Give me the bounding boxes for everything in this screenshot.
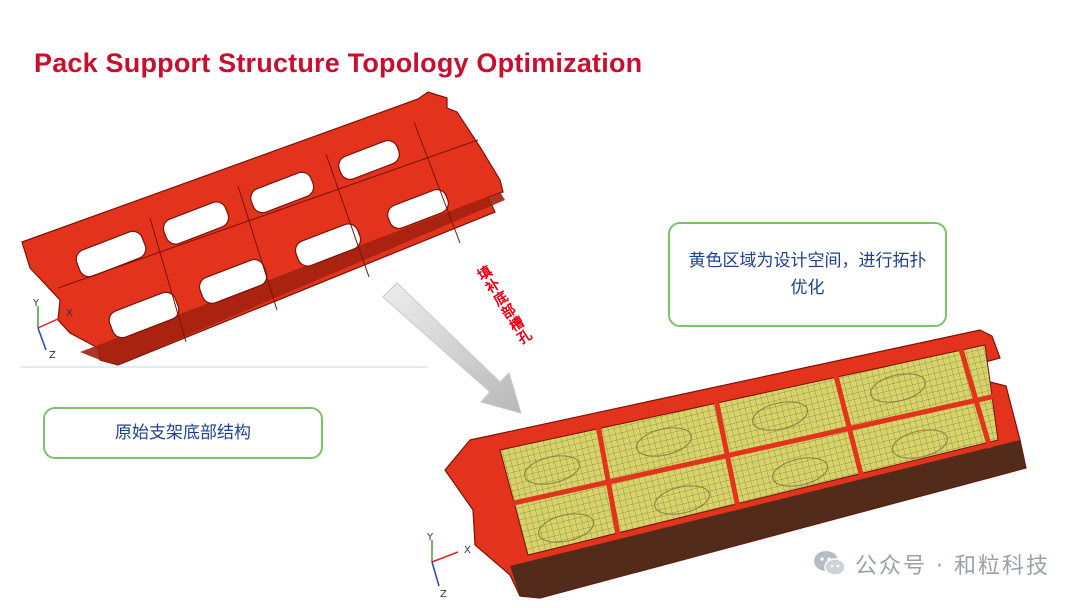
triad-bottom-z-label: Z	[440, 589, 447, 600]
triad-top-x-label: X	[66, 308, 73, 319]
axis-triad-top: Y X Z	[32, 298, 73, 361]
original-bracket-model	[21, 91, 505, 366]
triad-bottom-x-label: X	[464, 545, 471, 556]
triad-top-y-label: Y	[32, 298, 40, 309]
note-design-space: 黄色区域为设计空间，进行拓扑优化	[668, 222, 947, 327]
triad-top-z-label: Z	[49, 350, 56, 361]
page-title: Pack Support Structure Topology Optimiza…	[34, 48, 643, 78]
axis-triad-bottom: Y X Z	[426, 532, 471, 600]
meshed-bracket-model	[444, 329, 1027, 599]
watermark: 公众号 · 和粒科技	[813, 548, 1050, 580]
triad-bottom-y-label: Y	[426, 532, 434, 543]
watermark-text: 公众号 · 和粒科技	[855, 554, 1050, 579]
wechat-icon	[814, 551, 846, 576]
note-original-structure: 原始支架底部结构	[43, 407, 323, 459]
process-arrow	[382, 282, 522, 414]
